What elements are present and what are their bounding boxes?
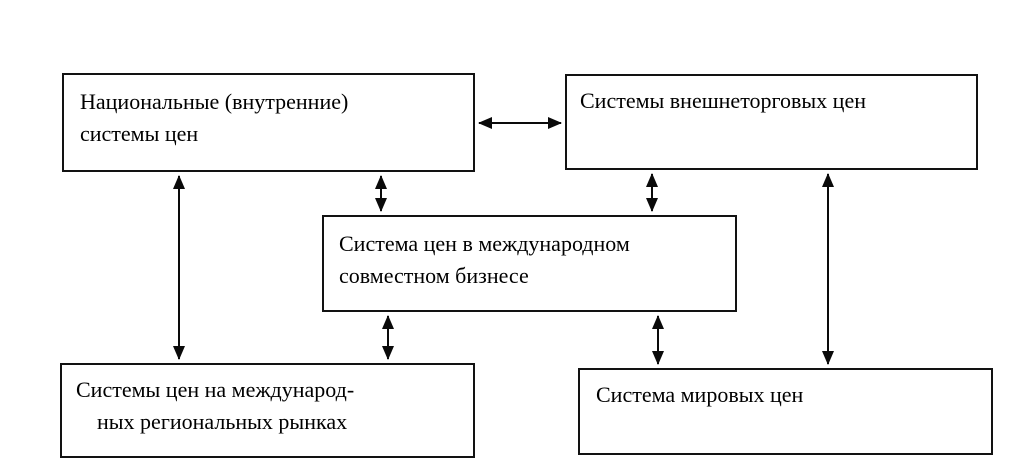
box-international-joint-business-prices: Система цен в международном совместном б… [322,215,737,312]
box-world-price-system: Система мировых цен [578,368,993,455]
box-joint-business-line1: Система цен в международном [339,231,630,256]
box-regional-line1: Системы цен на международ- [76,377,355,402]
box-foreign-trade-line1: Системы внешнеторговых цен [580,88,866,113]
box-international-regional-markets-prices: Системы цен на международ- ных региональ… [60,363,475,458]
box-world-line1: Система мировых цен [596,382,804,407]
box-national-line1: Национальные (внутренние) [80,89,349,114]
box-foreign-trade-price-systems: Системы внешнеторговых цен [565,74,978,170]
box-regional-line2: ных региональных рынках [97,409,348,434]
box-national-price-systems: Национальные (внутренние) системы цен [62,73,475,172]
box-national-line2: системы цен [80,121,199,146]
box-joint-business-line2: совместном бизнесе [339,263,529,288]
